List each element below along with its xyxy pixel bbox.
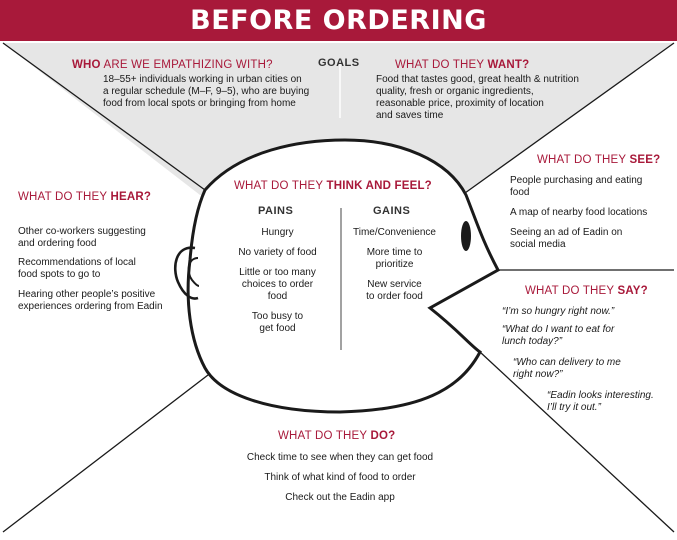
goals-background	[3, 43, 674, 195]
diagonal-top-left	[2, 42, 206, 191]
see-item: A map of nearby food locations	[510, 207, 648, 218]
pain-item: No variety of food	[238, 247, 317, 258]
think-heading: WHAT DO THEY THINK AND FEEL?	[234, 180, 432, 192]
hear-heading: WHAT DO THEY HEAR?	[18, 191, 152, 203]
pains-label: PAINS	[258, 205, 294, 217]
who-heading: WHO ARE WE EMPATHIZING WITH?	[72, 59, 273, 71]
title-bar: BEFORE ORDERING	[0, 0, 677, 41]
diagonal-top-right	[464, 42, 675, 194]
ear-inner-icon	[187, 257, 200, 287]
do-item: Check out the Eadin app	[285, 492, 395, 503]
say-heading: WHAT DO THEY SAY?	[525, 285, 648, 297]
do-item: Think of what kind of food to order	[264, 472, 416, 483]
say-quote: “Eadin looks interesting.I’ll try it out…	[547, 390, 654, 413]
diagonal-bottom-right	[479, 351, 675, 533]
eye-icon	[461, 221, 471, 251]
diagonal-bottom-left	[2, 374, 209, 533]
goals-label: GOALS	[318, 57, 360, 69]
ear-icon	[174, 246, 199, 300]
do-heading: WHAT DO THEY DO?	[278, 430, 396, 442]
want-heading: WHAT DO THEY WANT?	[395, 59, 530, 71]
head-outline	[186, 138, 501, 414]
who-text: 18–55+ individuals working in urban citi…	[103, 74, 310, 109]
gain-item: Time/Convenience	[352, 227, 436, 238]
do-item: Check time to see when they can get food	[246, 452, 434, 463]
want-text: Food that tastes good, great health & nu…	[376, 74, 579, 121]
page-title: BEFORE ORDERING	[190, 5, 487, 36]
say-quote: “I’m so hungry right now.”	[502, 306, 615, 317]
gains-label: GAINS	[373, 205, 411, 217]
pain-item: Hungry	[261, 227, 294, 238]
see-heading: WHAT DO THEY SEE?	[537, 154, 661, 166]
